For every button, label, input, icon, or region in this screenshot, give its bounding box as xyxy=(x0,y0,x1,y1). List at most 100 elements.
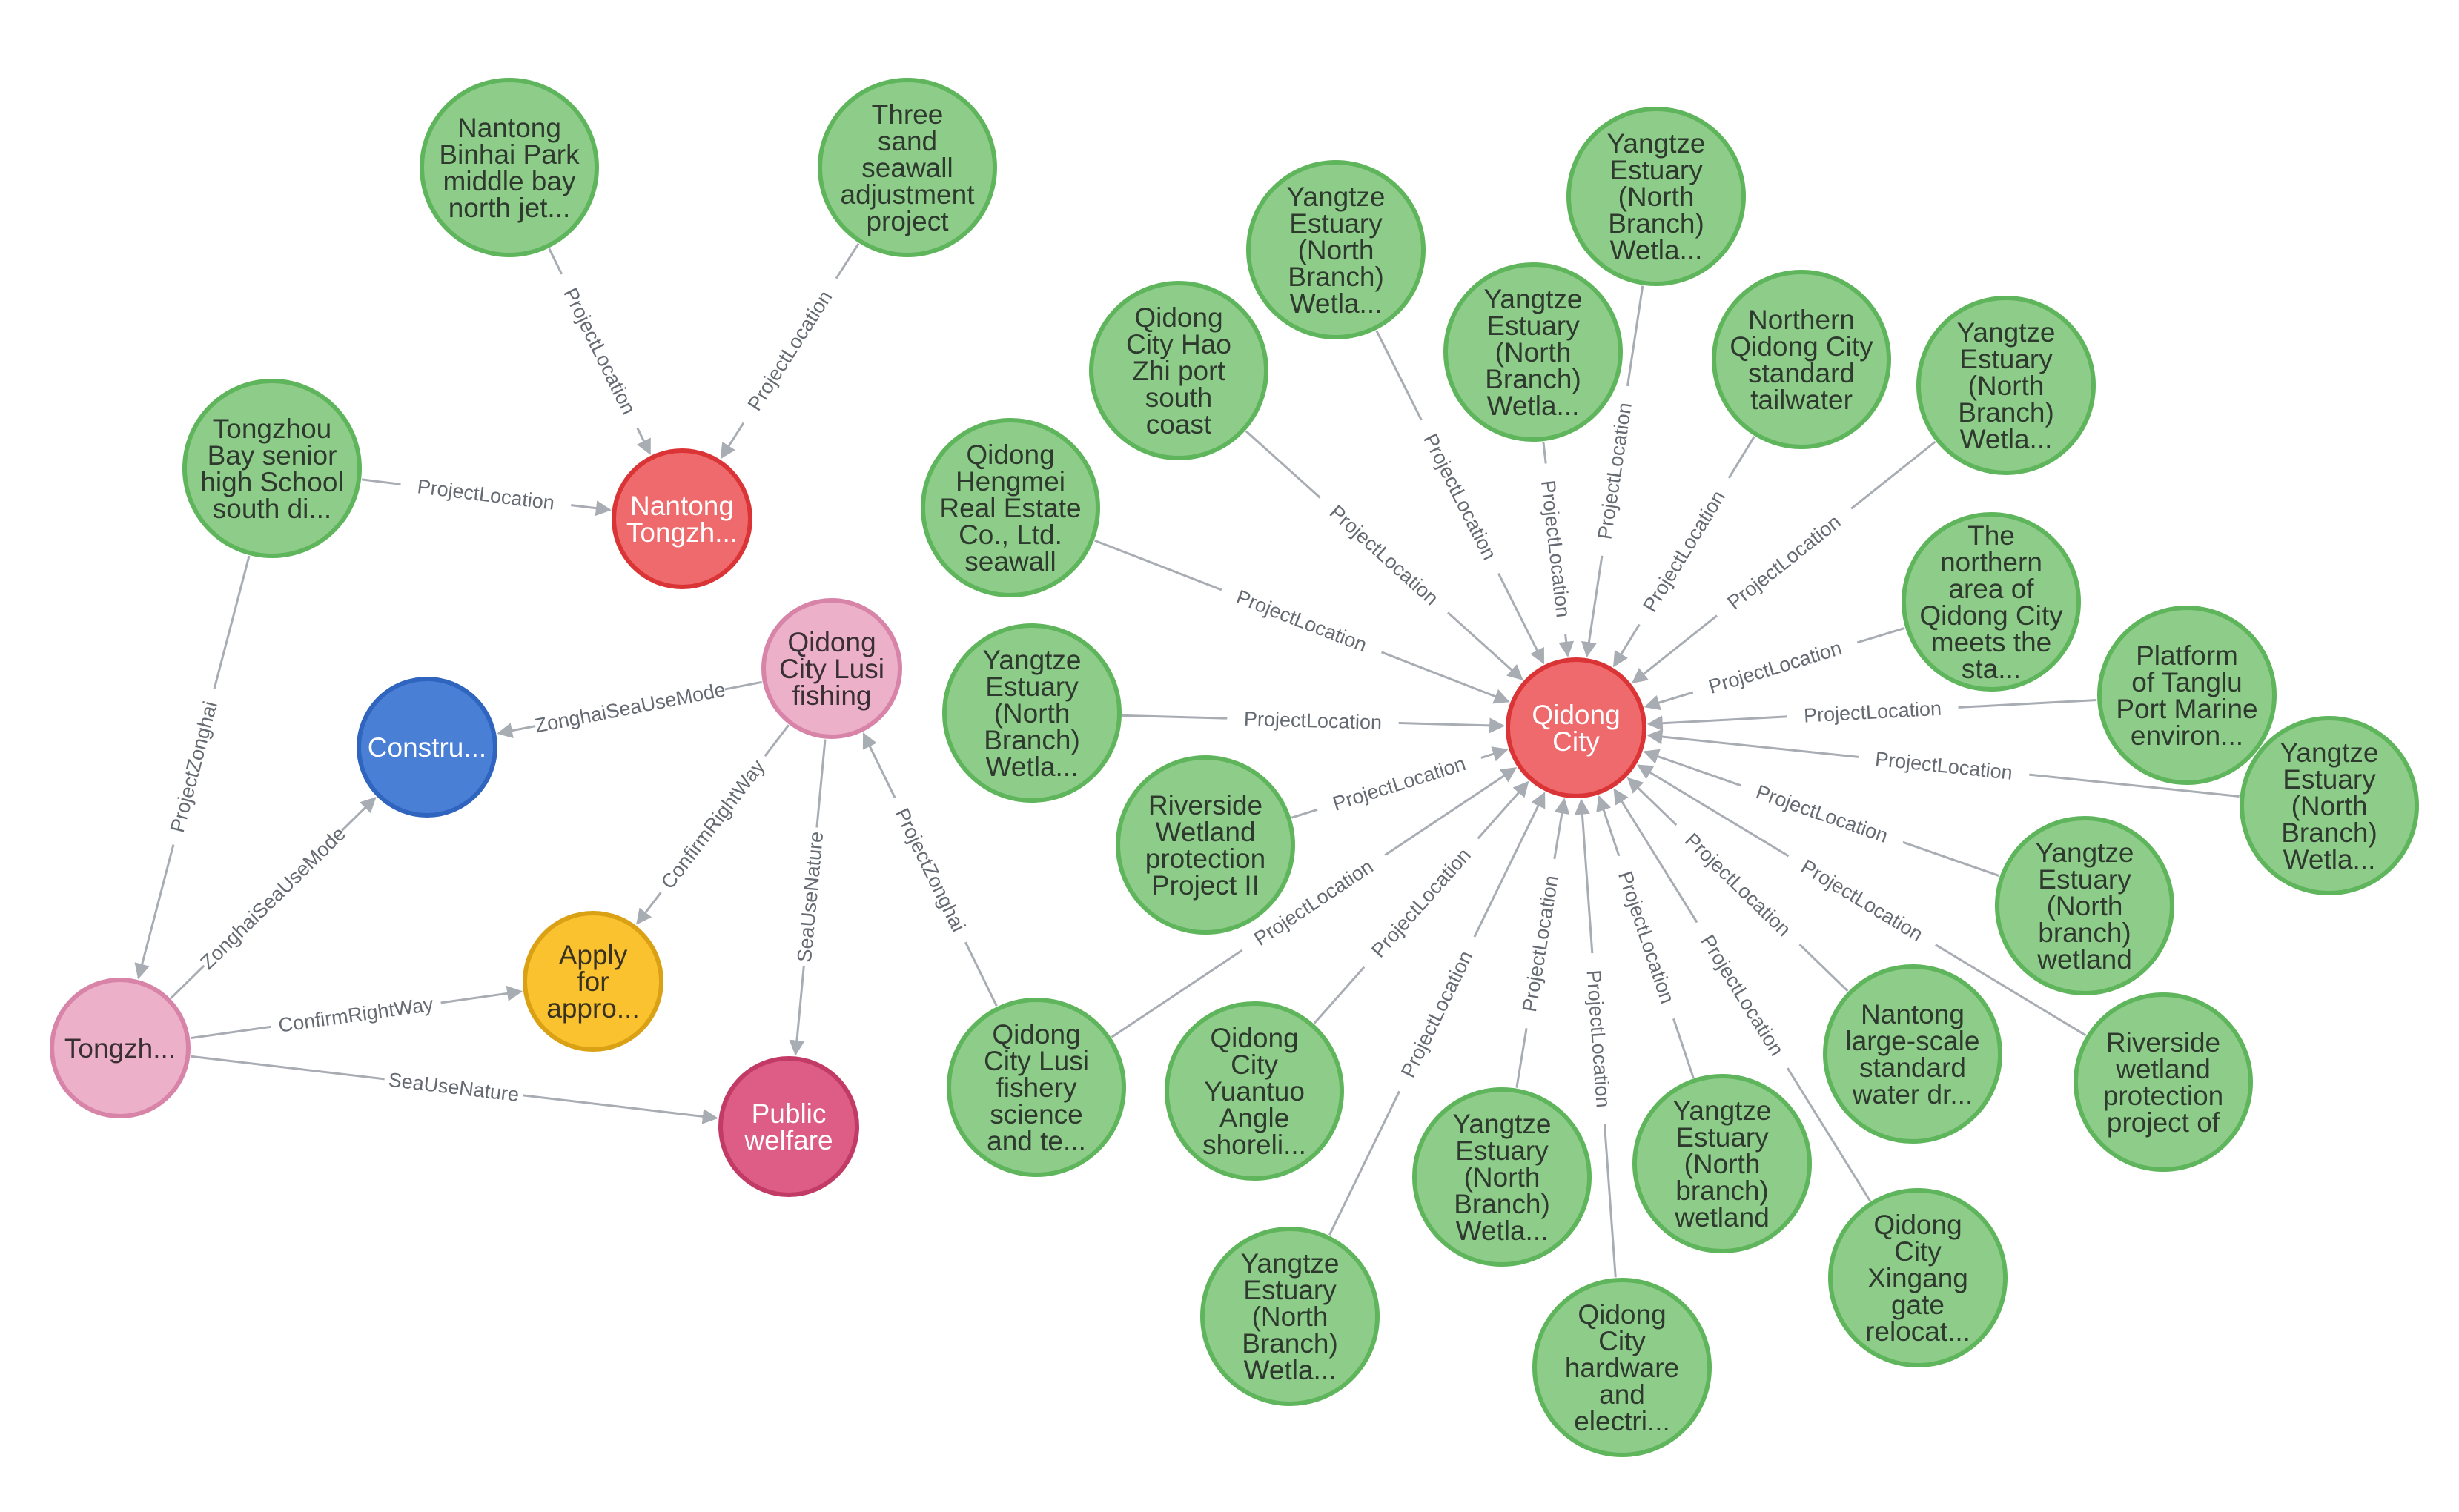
node-label-line: protection xyxy=(2103,1081,2224,1111)
node-apply[interactable]: Applyforappro... xyxy=(523,911,663,1052)
node-circle xyxy=(357,677,497,818)
node-g_yz2[interactable]: YangtzeEstuary(NorthBranch)Wetla... xyxy=(1443,262,1623,442)
edge-g_yz8-qidong[interactable]: ProjectLocation xyxy=(1514,798,1570,1088)
edge-lusi-apply[interactable]: ConfirmRightWay xyxy=(636,724,790,925)
node-label-line: (North xyxy=(2047,891,2123,921)
node-circle xyxy=(1712,270,1891,449)
edge-g_meets-qidong[interactable]: ProjectLocation xyxy=(1644,627,1905,711)
edge-g_riverside2-qidong[interactable]: ProjectLocation xyxy=(1291,746,1509,820)
node-g_yz10[interactable]: YangtzeEstuary(NorthBranch)Wetla... xyxy=(942,623,1122,803)
edge-label: ZonghaiSeaUseMode xyxy=(533,678,727,737)
node-g_yz3[interactable]: YangtzeEstuary(NorthBranch)Wetla... xyxy=(1566,107,1746,286)
node-circle xyxy=(1443,262,1623,442)
edge-tongzh-constru[interactable]: ZonghaiSeaUseMode xyxy=(170,797,377,999)
node-circle xyxy=(2074,992,2253,1172)
node-g_yz5[interactable]: YangtzeEstuary(NorthBranch)Wetla... xyxy=(2240,716,2419,895)
node-label-line: Hengmei xyxy=(956,466,1065,497)
node-circle xyxy=(718,1056,859,1197)
node-tongzh[interactable]: Tongzh... xyxy=(50,978,191,1118)
edge-label-background xyxy=(195,821,350,974)
edge-g_northern-qidong[interactable]: ProjectLocation xyxy=(1612,436,1755,668)
edge-label-group: ProjectLocation xyxy=(1226,706,1400,735)
edge-label: ProjectLocation xyxy=(1594,401,1636,541)
edge-binhai-nantong[interactable]: ProjectLocation xyxy=(548,248,652,455)
edge-label-group: ProjectLocation xyxy=(1857,744,2031,786)
edge-label: ProjectLocation xyxy=(744,287,837,415)
node-label-line: Wetla... xyxy=(2283,844,2376,875)
edge-label-background xyxy=(1313,746,1485,820)
node-label-line: wetland xyxy=(1674,1202,1770,1233)
node-g_xingang[interactable]: QidongCityXinganggaterelocat... xyxy=(1828,1188,2008,1367)
node-g_yz8[interactable]: YangtzeEstuary(NorthBranch)Wetla... xyxy=(1412,1087,1592,1267)
edge-g_yz2-qidong[interactable]: ProjectLocation xyxy=(1535,442,1578,657)
node-g_yuantuo[interactable]: QidongCityYuantuoAngleshoreli... xyxy=(1165,1001,1344,1181)
edge-g_tanglu-qidong[interactable]: ProjectLocation xyxy=(1646,694,2097,732)
node-label-line: (North xyxy=(1684,1149,1761,1179)
edge-tongzhou_bay-tongzh[interactable]: ProjectZonghai xyxy=(134,555,251,980)
node-g_yz1[interactable]: YangtzeEstuary(NorthBranch)Wetla... xyxy=(1246,160,1426,339)
node-label-line: standard xyxy=(1748,358,1855,388)
node-circle xyxy=(1995,816,2174,995)
edge-threesand-nantong[interactable]: ProjectLocation xyxy=(720,242,860,460)
node-circle xyxy=(1902,512,2081,692)
node-label-line: Qidong xyxy=(1134,302,1222,333)
edge-label-background xyxy=(1689,630,1861,703)
edge-label-background xyxy=(161,686,225,848)
edge-label-background xyxy=(532,677,727,737)
node-label-line: shoreli... xyxy=(1202,1130,1306,1160)
node-constru[interactable]: Constru... xyxy=(357,677,497,818)
edge-label: ProjectLocation xyxy=(1638,487,1730,616)
node-label-line: Angle xyxy=(1219,1103,1290,1133)
edge-label: ProjectLocation xyxy=(1518,874,1563,1014)
node-circle xyxy=(1412,1087,1592,1267)
edge-lusi-constru[interactable]: ZonghaiSeaUseMode xyxy=(497,677,763,739)
node-label-line: Estuary xyxy=(1455,1135,1549,1166)
edge-g_yz10-qidong[interactable]: ProjectLocation xyxy=(1122,706,1506,735)
node-g_yz4[interactable]: YangtzeEstuary(NorthBranch)Wetla... xyxy=(1916,296,2096,475)
node-label-line: Project II xyxy=(1151,870,1260,901)
node-g_yz9[interactable]: YangtzeEstuary(NorthBranch)Wetla... xyxy=(1200,1227,1380,1406)
edge-g_yuantuo-qidong[interactable]: ProjectLocation xyxy=(1313,780,1529,1024)
node-label-line: of Tanglu xyxy=(2131,667,2243,697)
node-label-line: (North xyxy=(1252,1302,1328,1332)
node-label-line: Branch) xyxy=(1608,208,1704,239)
node-circle xyxy=(942,623,1122,803)
edge-tongzh-public[interactable]: SeaUseNature xyxy=(191,1055,718,1124)
node-label-line: Riverside xyxy=(1148,790,1262,820)
node-g_hardware[interactable]: QidongCityhardwareandelectri... xyxy=(1532,1278,1712,1457)
edge-label-background xyxy=(884,792,977,947)
node-label-line: seawall xyxy=(861,153,953,183)
node-label-line: Tongzh... xyxy=(64,1033,176,1064)
edge-label-background xyxy=(383,1067,525,1107)
node-label-line: Yangtze xyxy=(2280,737,2378,768)
edge-tongzhou_bay-nantong[interactable]: ProjectLocation xyxy=(361,471,612,517)
node-label-line: Estuary xyxy=(2038,864,2131,895)
node-label-line: project xyxy=(866,206,949,236)
node-circle xyxy=(921,418,1100,597)
edge-g_hengmei-qidong[interactable]: ProjectLocation xyxy=(1094,539,1510,704)
edge-lusi-public[interactable]: SeaUseNature xyxy=(789,739,828,1056)
node-nantong[interactable]: NantongTongzh... xyxy=(612,448,752,589)
node-label-line: Yangtze xyxy=(1240,1248,1339,1279)
edge-tongzh-apply[interactable]: ConfirmRightWay xyxy=(190,985,523,1040)
edge-label: ProjectLocation xyxy=(1397,947,1477,1081)
